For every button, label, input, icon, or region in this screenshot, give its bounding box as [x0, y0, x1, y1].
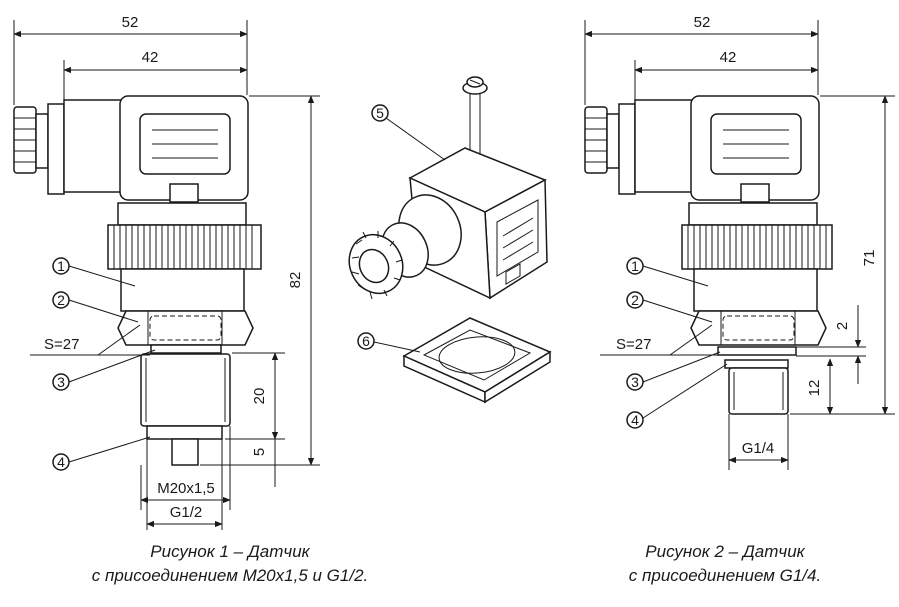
figure-2-caption-line-1: Рисунок 2 – Датчик [645, 542, 805, 561]
dimensions-2 [584, 20, 895, 470]
figure-1-caption-line-2: с присоединением M20x1,5 и G1/2. [91, 566, 369, 585]
callout-4-label: 4 [57, 454, 65, 470]
dim-52-label-2: 52 [694, 14, 711, 31]
callout-3-label: 3 [57, 374, 65, 390]
sensor-body-2 [693, 268, 818, 312]
hex-nut-1 [117, 310, 254, 346]
thread-g12-label: G1/2 [170, 504, 203, 521]
dim-52-label: 52 [122, 14, 139, 31]
upper-body-1 [117, 202, 247, 226]
connector-gland [348, 194, 462, 300]
callout-4-fig2-label: 4 [631, 412, 639, 428]
dim-5-label: 5 [251, 448, 268, 456]
figure-1-caption: Рисунок 1 – Датчик с присоединением M20x… [20, 540, 440, 588]
dim-2-label: 2 [834, 322, 851, 330]
knurled-ring-2 [681, 224, 833, 270]
knurled-ring-1 [107, 224, 262, 270]
figure-2-sensor: 52 42 71 2 12 G1/4 S=27 1 2 3 4 [584, 14, 895, 470]
gasket [402, 317, 552, 404]
callout-4-fig2 [626, 411, 644, 429]
callout-3-fig2 [626, 373, 644, 391]
seal-ring-1 [150, 344, 222, 354]
callout-5 [371, 104, 389, 122]
hex-nut-2 [690, 310, 827, 346]
callout-3-fig2-label: 3 [631, 374, 639, 390]
cable-gland-1 [13, 103, 65, 195]
callout-1-label: 1 [57, 258, 65, 274]
thread-m20-label: M20x1,5 [157, 480, 215, 497]
wrench-size-label-2: S=27 [616, 336, 651, 353]
cable-gland-2 [584, 103, 636, 195]
connector-detail: 5 6 [348, 76, 552, 404]
dim-42-label-2: 42 [720, 49, 737, 66]
dim-71-label: 71 [861, 250, 878, 267]
dim-12-label: 12 [806, 380, 823, 397]
callout-2-label: 2 [57, 292, 65, 308]
dim-20-label: 20 [251, 388, 268, 405]
connector-cube [408, 147, 548, 300]
figure-2-caption: Рисунок 2 – Датчик с присоединением G1/4… [545, 540, 899, 588]
figure-1-caption-line-1: Рисунок 1 – Датчик [150, 542, 310, 561]
callout-1 [52, 257, 70, 275]
thread-g14-label: G1/4 [742, 440, 775, 457]
callout-6 [357, 332, 375, 350]
callout-6-label: 6 [362, 333, 370, 349]
dimensions-1 [13, 20, 320, 530]
callout-2-fig2-label: 2 [631, 292, 639, 308]
dim-82-label: 82 [287, 272, 304, 289]
callout-5-label: 5 [376, 105, 384, 121]
sensor-body-1 [120, 268, 245, 312]
callouts-2: 1 2 3 4 [626, 257, 728, 429]
callouts-1: 1 2 3 4 [52, 257, 156, 471]
figure-1-sensor: 52 42 82 20 5 M20x1,5 G1/2 S=27 1 2 3 4 [13, 14, 320, 530]
callout-3 [52, 373, 70, 391]
threaded-port-2 [724, 359, 789, 415]
callout-1-fig2 [626, 257, 644, 275]
callout-1-fig2-label: 1 [631, 258, 639, 274]
threaded-port-1 [140, 353, 231, 466]
callout-2 [52, 291, 70, 309]
connector-housing-1 [63, 95, 249, 203]
figure-2-caption-line-2: с присоединением G1/4. [628, 566, 822, 585]
dim-42-label: 42 [142, 49, 159, 66]
callout-4 [52, 453, 70, 471]
wrench-size-label: S=27 [44, 336, 79, 353]
seal-ring-2 [717, 346, 797, 356]
upper-body-2 [688, 202, 818, 226]
connector-housing-2 [634, 95, 820, 203]
callout-2-fig2 [626, 291, 644, 309]
